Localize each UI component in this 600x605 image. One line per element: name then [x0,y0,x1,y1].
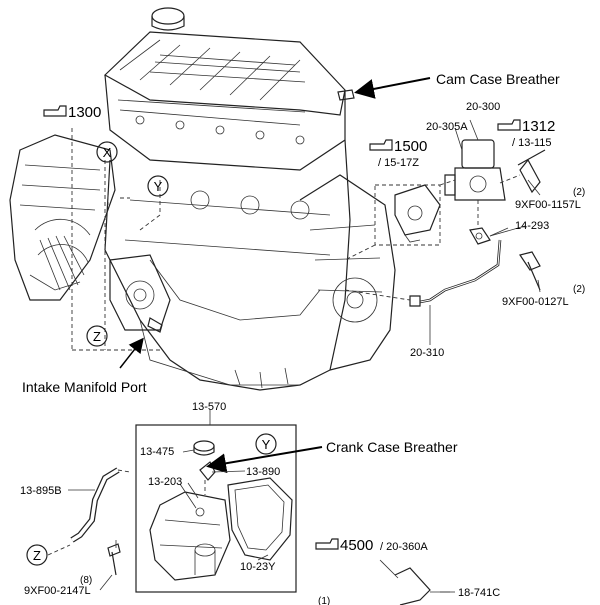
bottom-component-drawing [379,559,450,605]
part-13-203: 13-203 [148,476,182,488]
part-bottom-qty: (1) [318,596,330,605]
part-20-310: 20-310 [410,347,444,359]
ref-4500-sub: / 20-360A [380,541,428,553]
engine-block-drawing [103,7,396,391]
marker-y-top: Y [147,175,169,197]
ref-1300-hand-icon [43,105,67,117]
ref-1500-hand-icon [369,139,393,151]
svg-text:Z: Z [33,548,41,563]
part-20-300: 20-300 [466,101,500,113]
part-18-741C: 18-741C [458,587,500,599]
part-13-475: 13-475 [140,446,174,458]
marker-y-inset: Y [255,433,277,455]
part-9xf00-1157l: 9XF00-1157L [515,199,581,211]
cam-breather-arrow [354,77,431,99]
svg-text:Y: Y [262,437,271,452]
part-9xf00-0127l: 9XF00-0127L [502,296,569,308]
part-10-23Y: 10-23Y [240,561,276,573]
crankcase-inset [135,410,297,593]
intake-port-arrow [119,337,144,369]
svg-text:Y: Y [154,179,163,194]
ref-1312: 1312 [522,118,555,135]
svg-text:Z: Z [93,329,101,344]
part-9xf00-1157l-qty: (2) [573,187,585,198]
part-9xf00-2147l-qty: (8) [80,575,92,586]
ref-1500-sub: / 15-17Z [378,157,419,169]
ref-4500: 4500 [340,537,373,554]
inset-frame [135,424,297,593]
part-20-305A: 20-305A [426,121,468,133]
part-13-570: 13-570 [192,401,226,413]
crank-breather-arrow [206,446,323,474]
marker-z-bottom: Z [26,544,48,566]
intake-manifold-drawing [9,134,171,333]
part-13-890: 13-890 [246,466,280,478]
ref-1312-hand-icon [497,119,521,131]
egr-valve-drawing [344,139,546,340]
ref-4500-hand-icon [315,538,339,550]
marker-x: X [96,141,118,163]
ref-1300: 1300 [68,104,101,121]
part-9xf00-0127l-qty: (2) [573,284,585,295]
ref-1500: 1500 [394,138,427,155]
svg-text:X: X [103,145,112,160]
ref-1312-sub: / 13-115 [512,137,552,149]
intake-manifold-port-label: Intake Manifold Port [22,379,147,395]
crank-case-breather-label: Crank Case Breather [326,439,458,455]
part-9xf00-2147l: 9XF00-2147L [24,585,91,597]
part-14-293: 14-293 [515,220,549,232]
marker-z-top: Z [86,325,108,347]
cam-case-breather-label: Cam Case Breather [436,71,560,87]
part-13-895B: 13-895B [20,485,62,497]
